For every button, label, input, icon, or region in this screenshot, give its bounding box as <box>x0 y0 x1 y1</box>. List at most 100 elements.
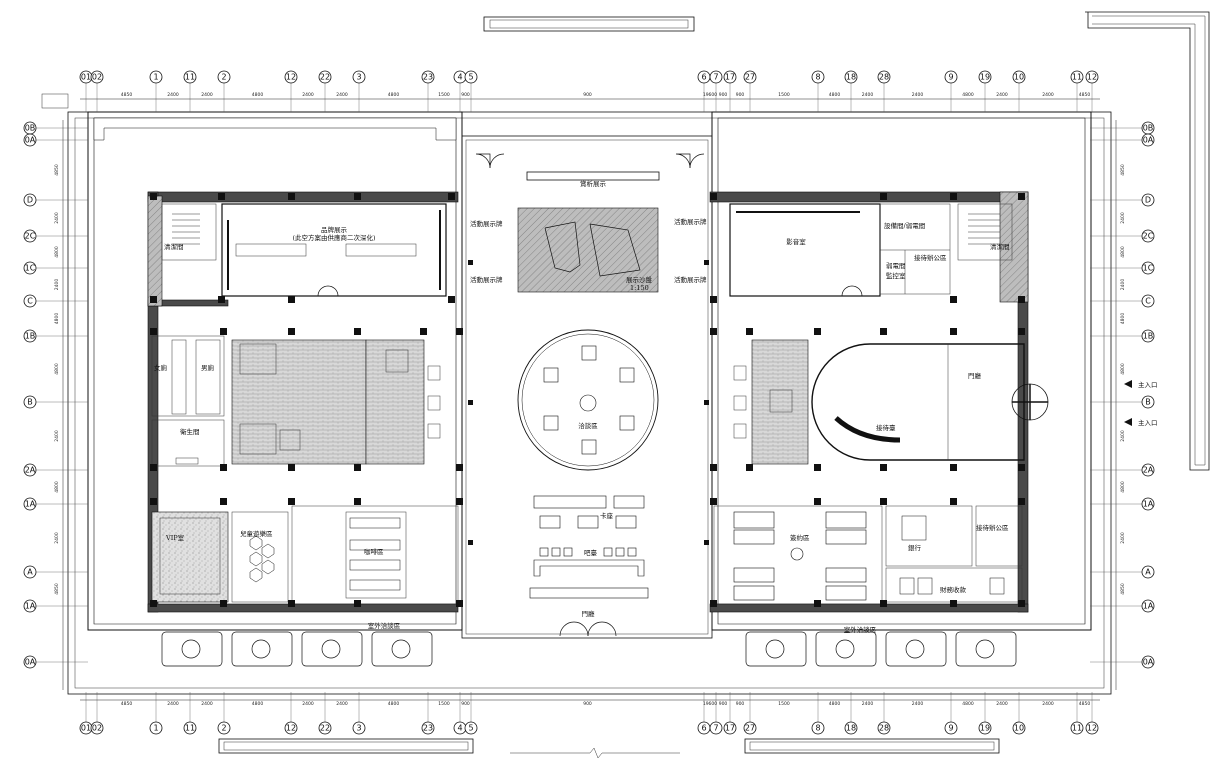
dim-top-17: 4800 <box>962 92 974 98</box>
axis-bottom-8-label: 23 <box>423 724 433 733</box>
label-equipment-room: 設備間/弱電間 <box>884 221 925 230</box>
dim-top-3: 4800 <box>252 92 264 98</box>
columns <box>150 193 1025 607</box>
axis-left-10 <box>23 565 37 579</box>
axis-left-6 <box>23 329 37 343</box>
dim-bottom-16: 2400 <box>912 701 924 707</box>
axis-bottom-1-label: 02 <box>92 724 102 733</box>
site-boundary <box>67 111 1112 695</box>
axis-bottom-19 <box>978 721 992 735</box>
signing-area <box>713 505 883 605</box>
label-bar-counter: 吧臺 <box>584 548 598 557</box>
dim-bottom-10: 19600 <box>703 701 717 707</box>
axis-bottom-15 <box>811 721 825 735</box>
axis-bottom-8 <box>421 721 435 735</box>
dim-left-6: 2400 <box>54 430 60 442</box>
axis-right-12 <box>1141 655 1155 669</box>
axis-top-15 <box>811 70 825 84</box>
axis-bottom-17-label: 28 <box>879 724 889 733</box>
axis-right-3-label: 2C <box>1143 232 1154 241</box>
axis-bottom-19-label: 19 <box>980 724 990 733</box>
axis-bottom-4-label: 2 <box>221 724 226 733</box>
center-link <box>461 135 713 639</box>
axis-top-19 <box>978 70 992 84</box>
dim-bottom-14: 4800 <box>829 701 841 707</box>
axis-left-1-label: 0A <box>25 136 36 145</box>
axis-left-4 <box>23 261 37 275</box>
dim-right-6: 2400 <box>1120 430 1126 442</box>
axis-bottom-18-label: 9 <box>948 724 953 733</box>
axis-right-9 <box>1141 497 1155 511</box>
axis-top-10-label: 5 <box>468 73 473 82</box>
axis-left-3-label: 2C <box>25 232 36 241</box>
axis-top-17 <box>877 70 891 84</box>
label-activity-sign-3: 活動展示牌 <box>674 217 707 226</box>
dim-right-2: 4800 <box>1120 246 1126 258</box>
dim-bottom-7: 1500 <box>438 701 450 707</box>
axis-right-7 <box>1141 395 1155 409</box>
label-hall-display: 賞析展示 <box>580 179 607 188</box>
dim-top-20: 4850 <box>1079 92 1091 98</box>
dim-left-2: 4800 <box>54 246 60 258</box>
sand-table <box>517 207 659 293</box>
dim-right-0: 4850 <box>1120 164 1126 176</box>
dim-top-8: 900 <box>461 92 470 98</box>
dim-top-1: 2400 <box>167 92 179 98</box>
label-main-entrance-2: 主入口 <box>1138 418 1158 427</box>
label-negotiation-area: 洽談區 <box>578 421 598 430</box>
axis-top-18-label: 9 <box>948 73 953 82</box>
dim-bottom-13: 1500 <box>778 701 790 707</box>
dim-left-9: 4850 <box>54 583 60 595</box>
axis-top-13-label: 17 <box>725 73 735 82</box>
axis-top-1 <box>90 70 104 84</box>
axis-bottom-7 <box>352 721 366 735</box>
dim-bottom-15: 2400 <box>862 701 874 707</box>
axis-top-2-label: 1 <box>153 73 158 82</box>
axis-left-2-label: D <box>27 196 33 205</box>
label-sand-table: 展示沙盤 <box>626 275 653 284</box>
axis-bottom-15-label: 8 <box>815 724 820 733</box>
axis-right-7-label: B <box>1145 398 1151 407</box>
label-vip-room: VIP室 <box>165 533 185 542</box>
label-sand-table-scale: 1:150 <box>630 284 649 292</box>
dim-bottom-2: 2400 <box>201 701 213 707</box>
axis-bottom-10-label: 5 <box>468 724 473 733</box>
axis-right-8-label: 2A <box>1143 466 1154 475</box>
axis-bottom-13-label: 17 <box>725 724 735 733</box>
av-room <box>729 203 951 297</box>
axis-top-15-label: 8 <box>815 73 820 82</box>
axis-bottom-13 <box>723 721 737 735</box>
dim-top-10: 19600 <box>703 92 717 98</box>
axis-top-8 <box>421 70 435 84</box>
axis-left-5-label: C <box>27 297 33 306</box>
axis-left-5 <box>23 294 37 308</box>
axis-bottom-11-label: 6 <box>701 724 706 733</box>
dim-top-12: 900 <box>736 92 745 98</box>
dim-top-15: 2400 <box>862 92 874 98</box>
axis-right-12-label: 0A <box>1143 658 1154 667</box>
top-frame <box>483 16 695 32</box>
axis-bottom-16-label: 18 <box>846 724 856 733</box>
dim-left-3: 2400 <box>54 279 60 291</box>
axis-top-4-label: 2 <box>221 73 226 82</box>
label-av-room: 影音室 <box>786 237 806 246</box>
label-outdoor-left: 室外洽談區 <box>368 621 401 630</box>
dim-bottom-20: 4850 <box>1079 701 1091 707</box>
label-main-entrance-1: 主入口 <box>1138 380 1158 389</box>
dim-top-4: 2400 <box>302 92 314 98</box>
stair-right <box>957 203 1013 261</box>
axis-top-14-label: 27 <box>745 73 755 82</box>
axis-top-6 <box>318 70 332 84</box>
axis-right-1 <box>1141 133 1155 147</box>
axis-right-10 <box>1141 565 1155 579</box>
dim-right-9: 4850 <box>1120 583 1126 595</box>
axis-bottom-5-label: 12 <box>286 724 296 733</box>
axis-right-1-label: 0A <box>1143 136 1154 145</box>
axis-top-8-label: 23 <box>423 73 433 82</box>
axis-top-12 <box>709 70 723 84</box>
dim-bottom-17: 4800 <box>962 701 974 707</box>
axis-top-13 <box>723 70 737 84</box>
dim-bottom-1: 2400 <box>167 701 179 707</box>
